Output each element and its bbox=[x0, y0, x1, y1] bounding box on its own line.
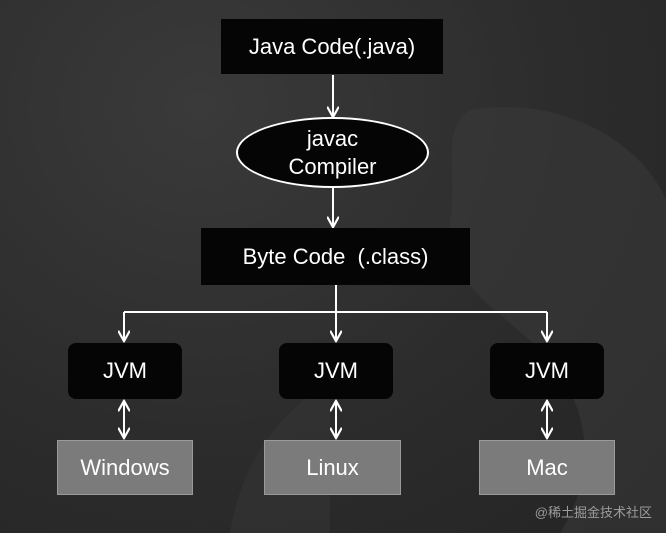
platform-mac-box: Mac bbox=[479, 440, 615, 495]
platform-windows-box: Windows bbox=[57, 440, 193, 495]
bytecode-label: Byte Code (.class) bbox=[242, 243, 429, 269]
platform-linux-label: Linux bbox=[306, 454, 359, 480]
jvm-windows-label: JVM bbox=[103, 358, 147, 383]
watermark-text: @稀土掘金技术社区 bbox=[534, 505, 652, 520]
jvm-mac-label: JVM bbox=[525, 358, 569, 383]
compiler-ellipse: javac Compiler bbox=[236, 117, 429, 188]
jvm-windows-box: JVM bbox=[68, 343, 182, 399]
platform-windows-label: Windows bbox=[80, 454, 170, 480]
compiler-label-line1: javac bbox=[306, 126, 359, 151]
jvm-mac-box: JVM bbox=[490, 343, 604, 399]
compiler-label-line2: Compiler bbox=[288, 153, 377, 179]
jvm-linux-box: JVM bbox=[279, 343, 393, 399]
source-code-label: Java Code(.java) bbox=[248, 33, 416, 59]
jvm-linux-label: JVM bbox=[314, 358, 358, 383]
bytecode-box: Byte Code (.class) bbox=[201, 228, 470, 285]
platform-linux-box: Linux bbox=[264, 440, 401, 495]
source-code-box: Java Code(.java) bbox=[221, 19, 443, 74]
platform-mac-label: Mac bbox=[526, 454, 568, 480]
